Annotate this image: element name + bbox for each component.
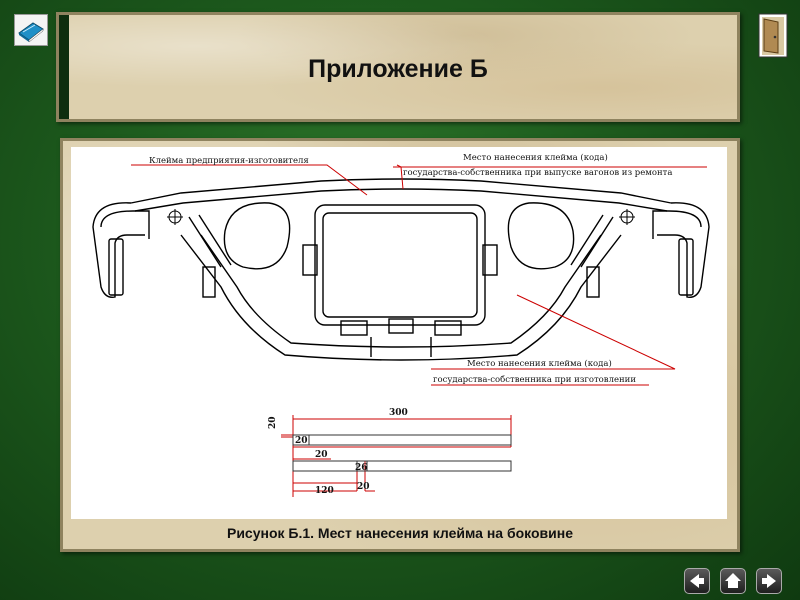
label-manufacture-mark-line2: государства-собственника при изготовлени… xyxy=(433,374,636,385)
bogie-side-frame-drawing: Клейма предприятия-изготовителя Место на… xyxy=(92,152,710,497)
mark-dimension-strip-top xyxy=(292,434,512,446)
title-panel-strip xyxy=(59,15,69,119)
frame-top-chord xyxy=(130,178,672,204)
figure-panel: Клейма предприятия-изготовителя Место на… xyxy=(60,138,740,552)
frame-right-end xyxy=(657,202,710,298)
label-manufacturer-mark: Клейма предприятия-изготовителя xyxy=(149,156,309,166)
dim-20-bottom: 20 xyxy=(357,482,370,492)
book-button[interactable] xyxy=(14,14,48,46)
label-manufacture-mark-line1: Место нанесения клейма (кода) xyxy=(467,358,612,369)
mark-dimension-strip-bottom xyxy=(292,460,512,472)
page-title: Приложение Б xyxy=(308,55,488,83)
home-button[interactable] xyxy=(720,568,746,594)
spring-opening xyxy=(314,204,486,326)
right-window-opening xyxy=(507,202,575,270)
dim-20-under: 20 xyxy=(315,450,328,460)
label-repair-mark-line2: государства-собственника при выпуске ваг… xyxy=(403,167,672,178)
figure-drawing-area: Клейма предприятия-изготовителя Место на… xyxy=(71,147,727,519)
home-icon xyxy=(725,573,741,588)
arrow-right-icon xyxy=(762,574,776,588)
exit-door-icon xyxy=(758,13,788,58)
left-window-opening xyxy=(223,202,291,270)
frame-left-end xyxy=(92,202,145,298)
exit-button[interactable] xyxy=(758,13,788,58)
label-repair-mark-line1: Место нанесения клейма (кода) xyxy=(463,152,608,163)
previous-slide-button[interactable] xyxy=(684,568,710,594)
book-icon xyxy=(18,22,44,43)
dim-26: 26 xyxy=(355,463,368,473)
next-slide-button[interactable] xyxy=(756,568,782,594)
title-panel: Приложение Б xyxy=(56,12,740,122)
figure-caption: Рисунок Б.1. Мест нанесения клейма на бо… xyxy=(226,525,573,541)
leader-manufacture-mark xyxy=(431,294,676,370)
dim-300: 300 xyxy=(389,408,408,418)
frame-bottom-chord xyxy=(180,234,622,361)
dim-120: 120 xyxy=(315,486,334,496)
leader-manufacturer-mark xyxy=(131,164,368,196)
dim-20-left: 20 xyxy=(268,416,278,429)
dim-20-cell: 20 xyxy=(295,436,308,446)
arrow-left-icon xyxy=(690,574,704,588)
